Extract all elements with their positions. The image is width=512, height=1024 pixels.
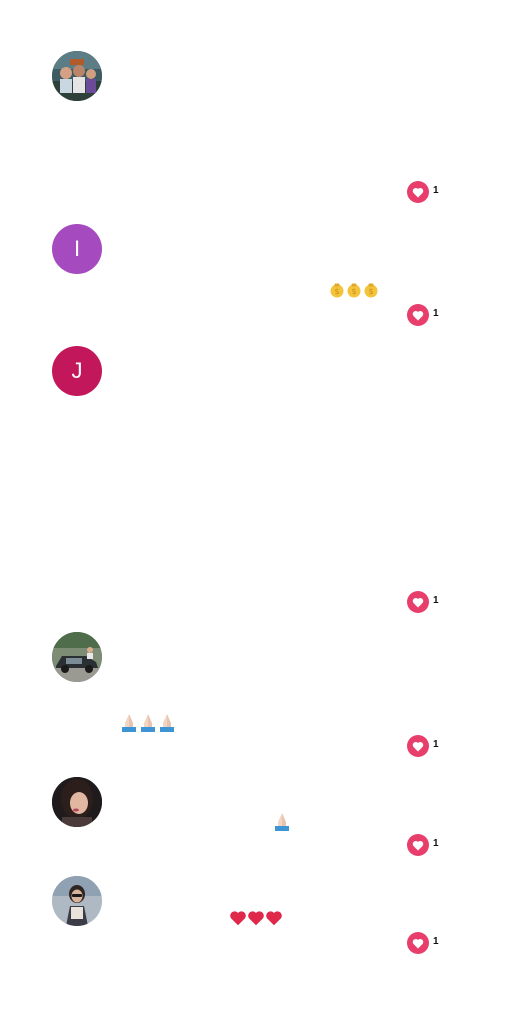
avatar-letter: I <box>73 236 81 261</box>
heart-icon <box>407 735 429 757</box>
like-count: 1 <box>433 307 439 319</box>
like-count: 1 <box>433 738 439 750</box>
comment-4-emoji <box>120 713 176 733</box>
svg-text:$: $ <box>334 287 339 296</box>
like-count: 1 <box>433 184 439 196</box>
like-count: 1 <box>433 935 439 947</box>
car-photo-avatar-icon <box>52 632 102 682</box>
folded-hands-icon <box>141 714 155 732</box>
comment-6-emoji <box>229 910 283 926</box>
comment-4-avatar[interactable] <box>52 632 102 682</box>
like-count: 1 <box>433 594 439 606</box>
comment-2-like[interactable]: 1 <box>407 304 439 326</box>
woman-photo-avatar-icon <box>52 777 102 827</box>
heart-icon <box>407 591 429 613</box>
comment-6-avatar[interactable] <box>52 876 102 926</box>
avatar-letter: J <box>71 358 83 383</box>
comment-2-emoji: $ $ $ <box>329 282 379 298</box>
svg-text:$: $ <box>351 287 356 296</box>
group-photo-avatar-icon <box>52 51 102 101</box>
woman-photo-avatar-icon <box>52 876 102 926</box>
heart-icon <box>407 181 429 203</box>
folded-hands-icon <box>160 714 174 732</box>
comment-5-emoji <box>273 812 291 832</box>
svg-text:$: $ <box>368 287 373 296</box>
comment-5-avatar[interactable] <box>52 777 102 827</box>
money-bag-icon: $ <box>330 283 344 298</box>
comment-6-like[interactable]: 1 <box>407 932 439 954</box>
money-bag-icon: $ <box>347 283 361 298</box>
heart-icon <box>407 932 429 954</box>
money-bag-icon: $ <box>364 283 378 298</box>
folded-hands-icon <box>122 714 136 732</box>
comment-4-like[interactable]: 1 <box>407 735 439 757</box>
comment-1-like[interactable]: 1 <box>407 181 439 203</box>
comment-2-avatar[interactable]: I <box>52 224 102 274</box>
red-heart-icon <box>230 911 246 926</box>
comment-3-like[interactable]: 1 <box>407 591 439 613</box>
heart-icon <box>407 304 429 326</box>
heart-icon <box>407 834 429 856</box>
comment-1-avatar[interactable] <box>52 51 102 101</box>
folded-hands-icon <box>275 813 289 831</box>
comment-5-like[interactable]: 1 <box>407 834 439 856</box>
red-heart-icon <box>266 911 282 926</box>
red-heart-icon <box>248 911 264 926</box>
comment-3-avatar[interactable]: J <box>52 346 102 396</box>
like-count: 1 <box>433 837 439 849</box>
